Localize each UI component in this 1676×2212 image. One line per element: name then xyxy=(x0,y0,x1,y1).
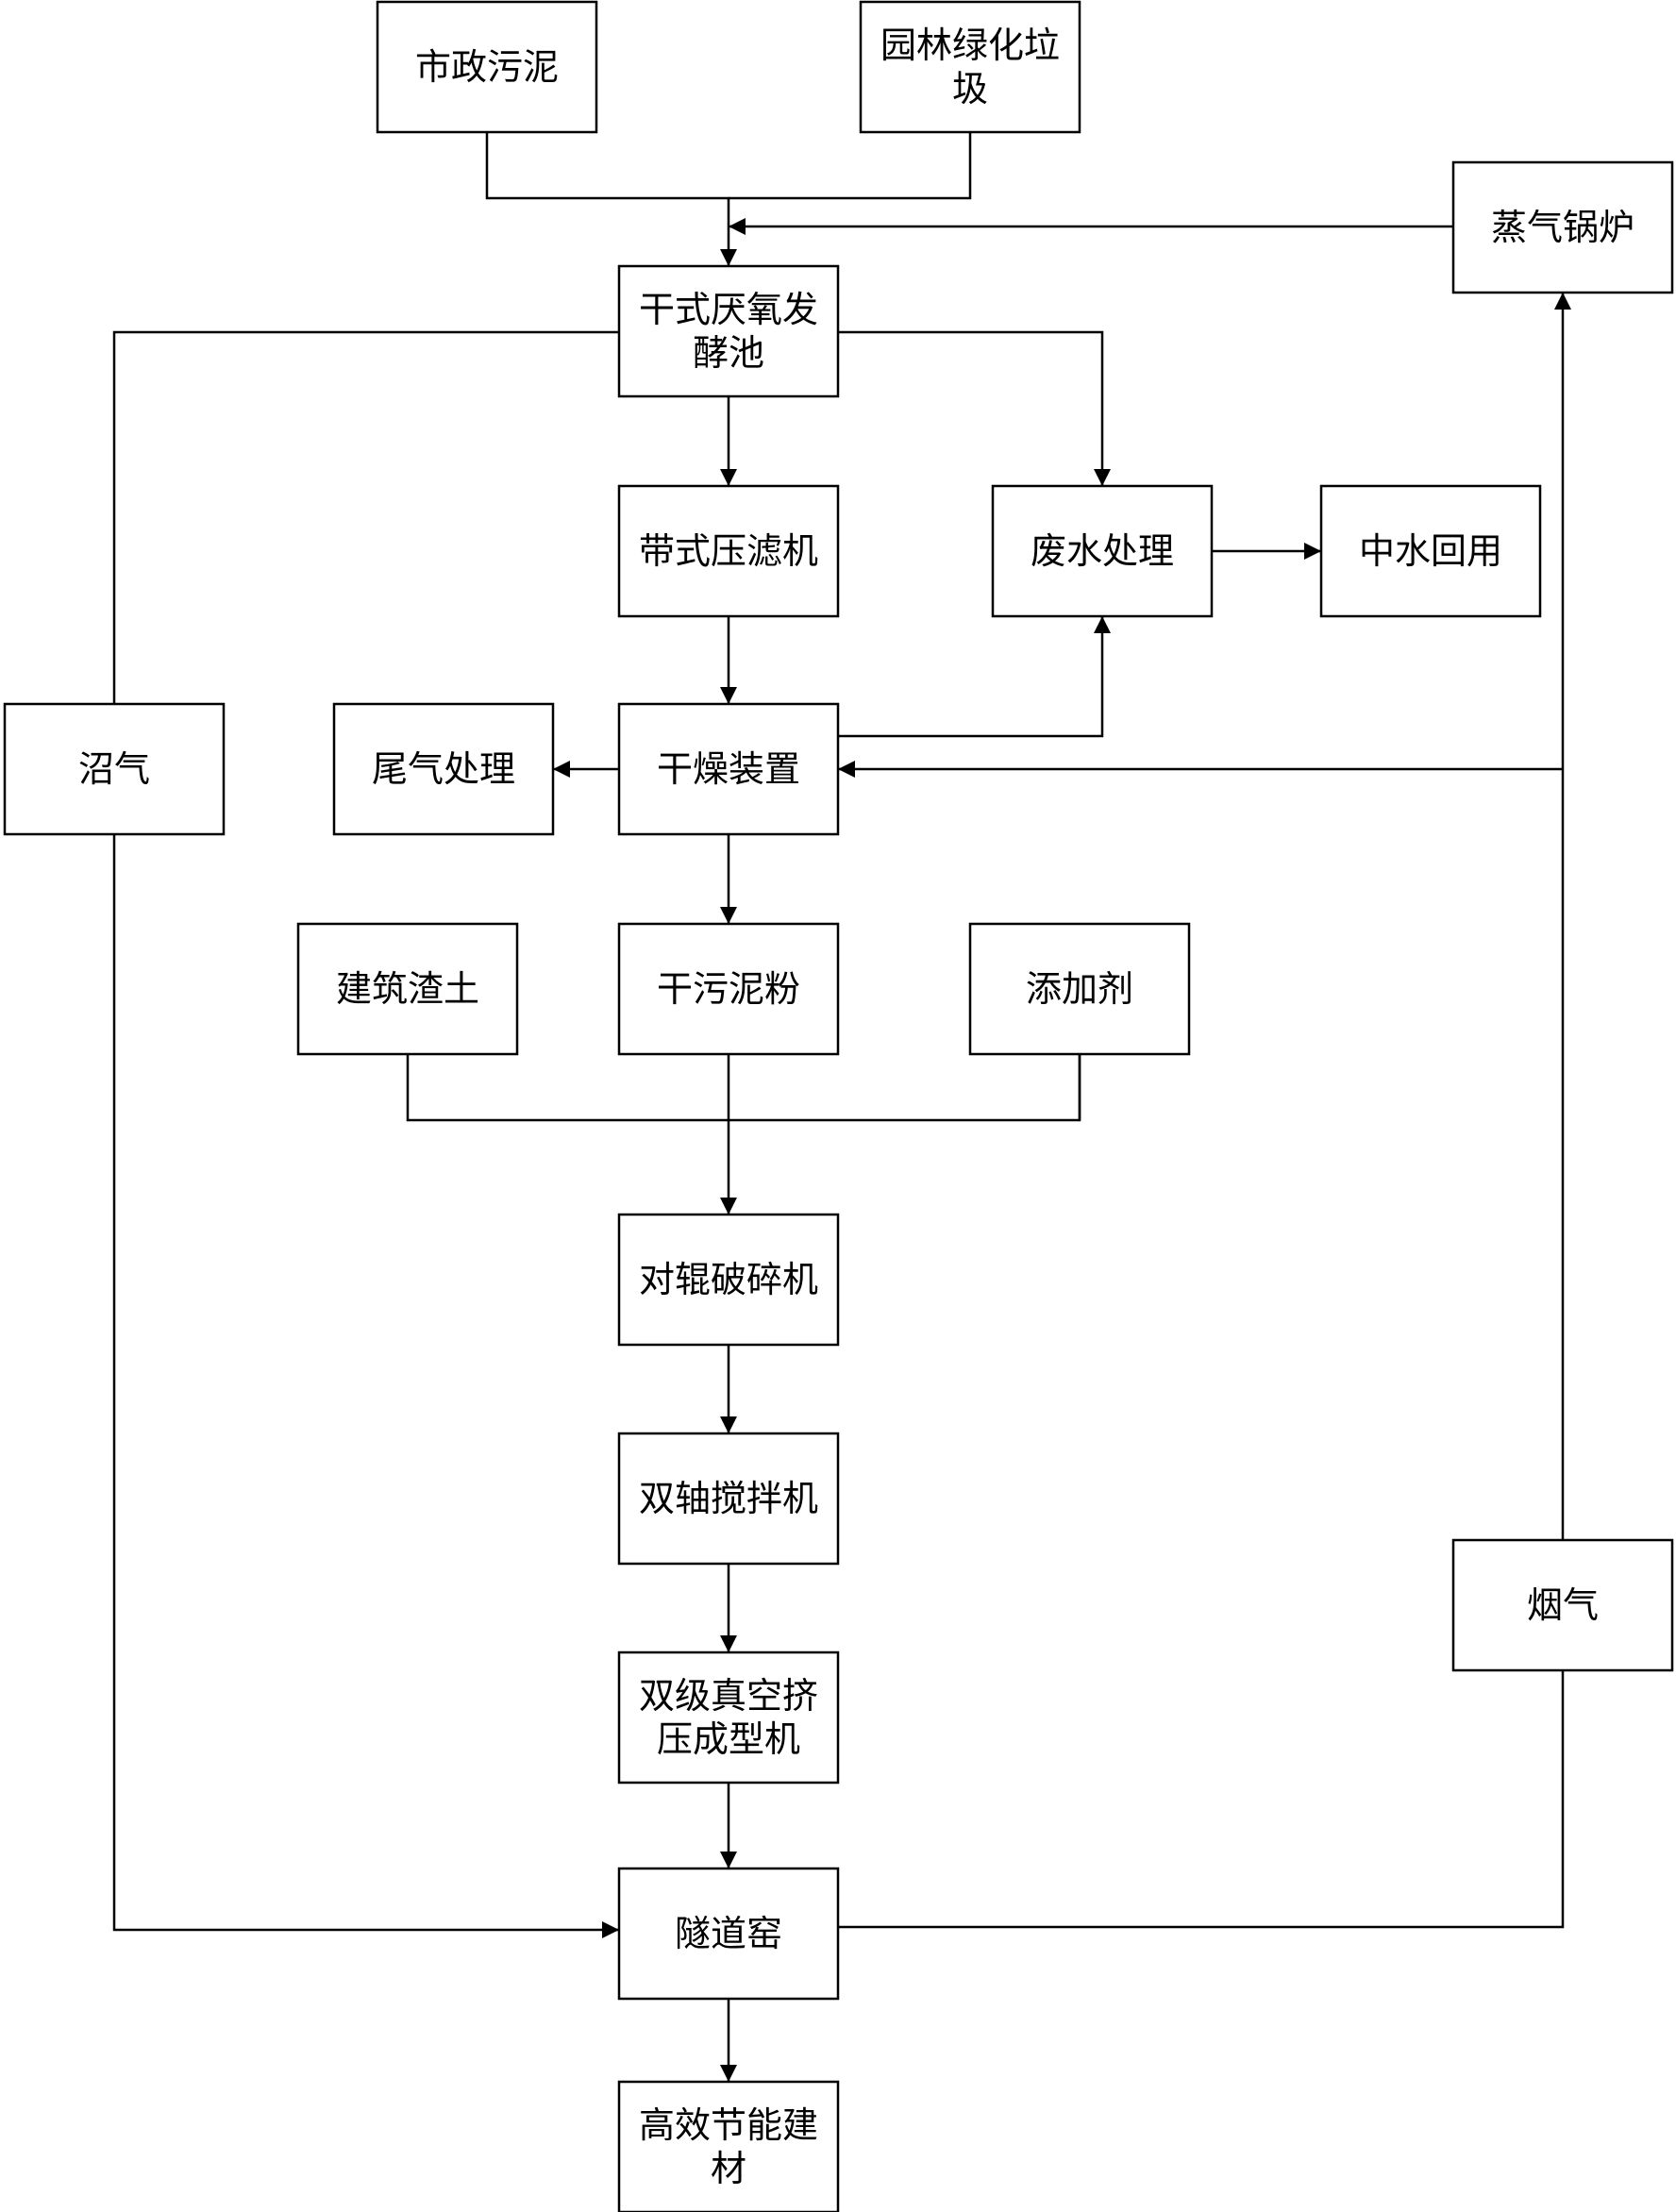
node-biogas: 沼气 xyxy=(3,702,226,836)
node-label: 烟气 xyxy=(1527,1584,1599,1626)
node-label: 中水回用 xyxy=(1359,530,1502,572)
node-box xyxy=(617,1651,840,1785)
node-box xyxy=(617,702,840,836)
node-box xyxy=(991,484,1214,618)
node-label: 沼气 xyxy=(78,748,150,790)
node-box xyxy=(617,1213,840,1347)
node-box xyxy=(1451,1538,1674,1672)
node-tunnel-kiln: 隧道窑 xyxy=(617,1867,840,2001)
edge-dryer-to-wastewater-treatment xyxy=(838,616,1111,738)
node-belt-filter-press: 带式压滤机 xyxy=(617,484,840,618)
node-label: 蒸气锅炉 xyxy=(1491,207,1634,248)
node-exhaust-treatment: 尾气处理 xyxy=(332,702,555,836)
node-roller-crusher: 对辊破碎机 xyxy=(617,1213,840,1347)
node-label: 添加剂 xyxy=(1026,968,1133,1010)
node-municipal-sludge: 市政污泥 xyxy=(376,0,598,134)
node-twin-shaft-mixer: 双轴搅拌机 xyxy=(617,1432,840,1566)
node-box xyxy=(617,264,840,398)
node-box xyxy=(296,922,519,1056)
node-box xyxy=(332,702,555,836)
node-label: 双级真空挤 xyxy=(639,1675,818,1717)
node-label: 废水处理 xyxy=(1031,530,1174,572)
node-box xyxy=(617,484,840,618)
edge-construction-soil-to-roller-crusher xyxy=(406,1054,1081,1122)
node-label: 高效节能建 xyxy=(639,2104,818,2146)
node-label: 隧道窑 xyxy=(675,1913,782,1954)
node-label: 带式压滤机 xyxy=(639,530,818,572)
node-reclaimed-water: 中水回用 xyxy=(1319,484,1542,618)
node-box xyxy=(968,922,1191,1056)
edge-garden-waste-to-anaerobic-tank xyxy=(729,132,972,200)
node-box xyxy=(376,0,598,134)
node-label: 双轴搅拌机 xyxy=(639,1478,818,1519)
node-box xyxy=(1451,160,1674,294)
edge-biogas-to-tunnel-kiln xyxy=(112,834,619,1938)
node-construction-soil: 建筑渣土 xyxy=(296,922,519,1056)
node-wastewater-treatment: 废水处理 xyxy=(991,484,1214,618)
node-label: 干式厌氧发 xyxy=(639,289,818,330)
node-box xyxy=(617,1432,840,1566)
node-label: 压成型机 xyxy=(657,1718,800,1760)
node-dry-sludge-powder: 干污泥粉 xyxy=(617,922,840,1056)
node-label: 市政污泥 xyxy=(415,46,559,88)
node-box xyxy=(1319,484,1542,618)
node-label: 对辊破碎机 xyxy=(639,1259,818,1300)
node-label: 干燥装置 xyxy=(657,748,800,790)
node-flue-gas: 烟气 xyxy=(1451,1538,1674,1672)
node-dryer: 干燥装置 xyxy=(617,702,840,836)
node-label: 园林绿化垃 xyxy=(880,25,1060,66)
node-box xyxy=(3,702,226,836)
node-box xyxy=(617,2080,840,2212)
edge-anaerobic-tank-to-wastewater-treatment xyxy=(838,330,1111,486)
node-steam-boiler: 蒸气锅炉 xyxy=(1451,160,1674,294)
node-box xyxy=(617,922,840,1056)
node-additive: 添加剂 xyxy=(968,922,1191,1056)
edge-municipal-sludge-to-anaerobic-tank xyxy=(485,132,737,266)
node-label: 圾 xyxy=(952,68,988,109)
node-box xyxy=(859,0,1081,134)
node-label: 建筑渣土 xyxy=(336,968,479,1010)
connectors xyxy=(112,132,1571,2082)
node-label: 材 xyxy=(711,2148,746,2189)
node-label: 干污泥粉 xyxy=(657,968,800,1010)
node-label: 酵池 xyxy=(693,332,764,374)
node-label: 尾气处理 xyxy=(372,748,515,790)
edge-anaerobic-tank-to-biogas xyxy=(112,330,619,704)
node-box xyxy=(617,1867,840,2001)
